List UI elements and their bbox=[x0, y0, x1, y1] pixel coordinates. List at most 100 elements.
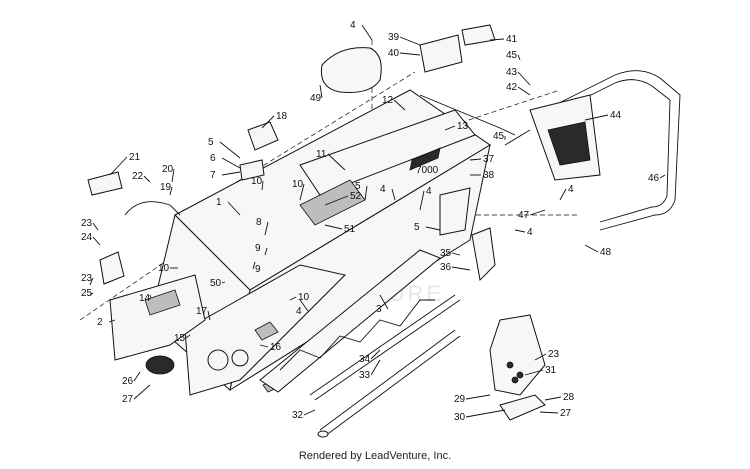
callout-4: 4 bbox=[419, 186, 432, 211]
leader-line bbox=[92, 222, 99, 231]
leader-line bbox=[419, 190, 425, 211]
leader-line bbox=[379, 294, 389, 310]
leader-line bbox=[517, 54, 521, 61]
callout-32: 32 bbox=[292, 409, 316, 421]
callout-25: 25 bbox=[81, 288, 94, 299]
frame-badge: 7000 bbox=[416, 165, 439, 176]
callout-30: 30 bbox=[454, 409, 506, 423]
leader-line bbox=[370, 359, 381, 376]
callout-number: 26 bbox=[122, 376, 134, 387]
callout-number: 49 bbox=[310, 93, 322, 104]
front-bulkhead bbox=[109, 274, 206, 361]
callout-number: 38 bbox=[483, 170, 495, 181]
leader-line bbox=[264, 221, 269, 236]
callout-10: 10 bbox=[158, 263, 178, 274]
callout-number: 10 bbox=[158, 263, 170, 274]
leader-line bbox=[559, 188, 567, 201]
leader-line bbox=[221, 157, 241, 169]
leader-line bbox=[489, 38, 505, 41]
callout-number: 21 bbox=[129, 152, 141, 163]
callout-number: 13 bbox=[457, 121, 469, 132]
callout-number: 34 bbox=[359, 354, 371, 365]
callout-51: 51 bbox=[324, 224, 356, 235]
callout-22: 22 bbox=[132, 171, 151, 183]
callout-6: 6 bbox=[210, 153, 241, 169]
callout-45: 45 bbox=[506, 50, 521, 61]
leader-line bbox=[133, 371, 141, 382]
callout-27: 27 bbox=[539, 408, 572, 419]
callout-number: 31 bbox=[545, 365, 557, 376]
leader-line bbox=[584, 114, 609, 121]
callout-5: 5 bbox=[355, 181, 368, 201]
leader-line bbox=[149, 294, 152, 299]
leader-line bbox=[544, 396, 562, 401]
callout-number: 43 bbox=[506, 67, 518, 78]
leader-line bbox=[451, 266, 471, 271]
callout-number: 3 bbox=[376, 304, 382, 315]
callout-34: 34 bbox=[359, 349, 381, 365]
leader-line bbox=[169, 186, 173, 196]
callout-9: 9 bbox=[255, 243, 268, 256]
leader-line bbox=[517, 71, 531, 86]
callout-number: 5 bbox=[355, 181, 361, 192]
callout-number: 23 bbox=[81, 273, 93, 284]
leader-line bbox=[261, 115, 275, 129]
callout-number: 48 bbox=[600, 247, 612, 258]
callout-1: 1 bbox=[216, 197, 241, 216]
callout-43: 43 bbox=[506, 67, 531, 86]
callout-number: 20 bbox=[162, 164, 174, 175]
leader-line bbox=[303, 409, 316, 416]
callout-number: 10 bbox=[251, 176, 263, 187]
leader-line bbox=[319, 84, 323, 99]
callout-number: 1 bbox=[216, 197, 222, 208]
hitch-plate bbox=[489, 314, 546, 396]
callout-15: 15 bbox=[174, 333, 191, 344]
leader-line bbox=[465, 409, 506, 418]
callout-4: 4 bbox=[350, 20, 373, 41]
callout-11: 11 bbox=[316, 149, 346, 171]
footer-credit: Rendered by LeadVenture, Inc. bbox=[298, 450, 452, 462]
leader-line bbox=[659, 174, 666, 179]
callout-number: 51 bbox=[344, 224, 356, 235]
tread-rail bbox=[259, 249, 441, 393]
callout-36: 36 bbox=[440, 262, 471, 273]
leader-line bbox=[171, 168, 175, 183]
leader-line bbox=[92, 236, 101, 246]
leader-line bbox=[514, 229, 526, 233]
callout-number: 4 bbox=[380, 184, 386, 195]
callout-50: 50 bbox=[210, 278, 226, 289]
callout-number: 24 bbox=[81, 232, 93, 243]
callout-19: 19 bbox=[160, 182, 173, 196]
callout-number: 40 bbox=[388, 48, 400, 59]
callout-5: 5 bbox=[414, 222, 441, 233]
callout-number: 6 bbox=[210, 153, 216, 164]
leader-line bbox=[207, 310, 211, 321]
tie-rods bbox=[309, 294, 461, 438]
callout-49: 49 bbox=[310, 84, 323, 104]
leader-line bbox=[89, 277, 94, 286]
callout-number: 9 bbox=[255, 264, 261, 275]
callout-number: 18 bbox=[276, 111, 288, 122]
leader-line bbox=[425, 226, 441, 231]
leader-line bbox=[364, 185, 368, 201]
callout-number: 41 bbox=[506, 34, 518, 45]
leader-line bbox=[108, 319, 116, 323]
leader-line bbox=[529, 209, 546, 216]
callout-number: 15 bbox=[174, 333, 186, 344]
callout-number: 19 bbox=[160, 182, 172, 193]
leader-line bbox=[259, 344, 269, 348]
leader-line bbox=[109, 156, 128, 176]
leader-line bbox=[289, 296, 297, 301]
foot-pad bbox=[499, 394, 546, 421]
leader-line bbox=[361, 24, 373, 41]
leader-line bbox=[264, 247, 268, 256]
leader-line bbox=[584, 244, 599, 253]
callout-number: 16 bbox=[270, 342, 282, 353]
callout-48: 48 bbox=[584, 244, 612, 258]
callout-28: 28 bbox=[544, 392, 575, 403]
callout-24: 24 bbox=[81, 232, 101, 246]
leader-line bbox=[451, 252, 461, 256]
callout-number: 52 bbox=[350, 191, 362, 202]
